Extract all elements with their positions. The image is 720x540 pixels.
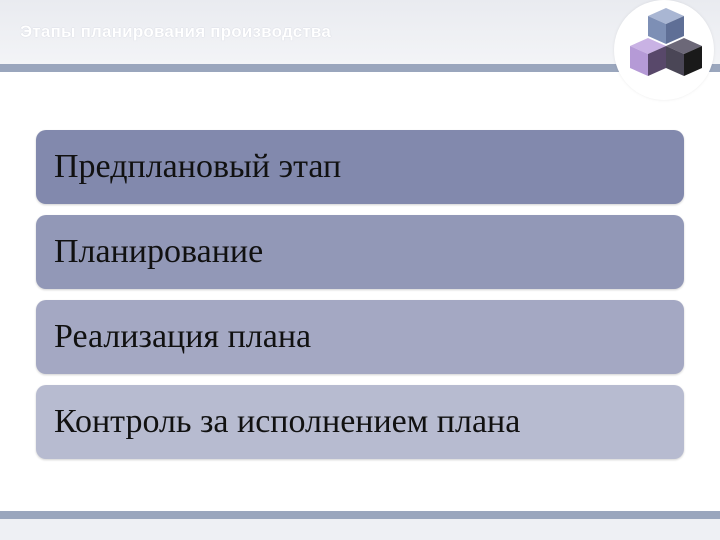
header-band: Этапы планирования производства (0, 0, 720, 64)
slide-title: Этапы планирования производства (20, 22, 331, 41)
stage-label: Контроль за исполнением плана (54, 403, 521, 440)
stage-item-preplanning: Предплановый этап (36, 130, 684, 204)
stage-label: Планирование (54, 233, 264, 270)
stage-label: Предплановый этап (54, 148, 342, 185)
stage-item-planning: Планирование (36, 215, 684, 289)
stage-list: Предплановый этап Планирование Реализаци… (36, 130, 684, 470)
header-divider (0, 64, 720, 72)
footer-band (0, 519, 720, 540)
cubes-logo-graphic (630, 8, 702, 76)
stage-label: Реализация плана (54, 318, 312, 355)
stage-item-implementation: Реализация плана (36, 300, 684, 374)
footer-divider (0, 511, 720, 519)
cubes-icon (616, 2, 712, 98)
stage-item-control: Контроль за исполнением плана (36, 385, 684, 459)
